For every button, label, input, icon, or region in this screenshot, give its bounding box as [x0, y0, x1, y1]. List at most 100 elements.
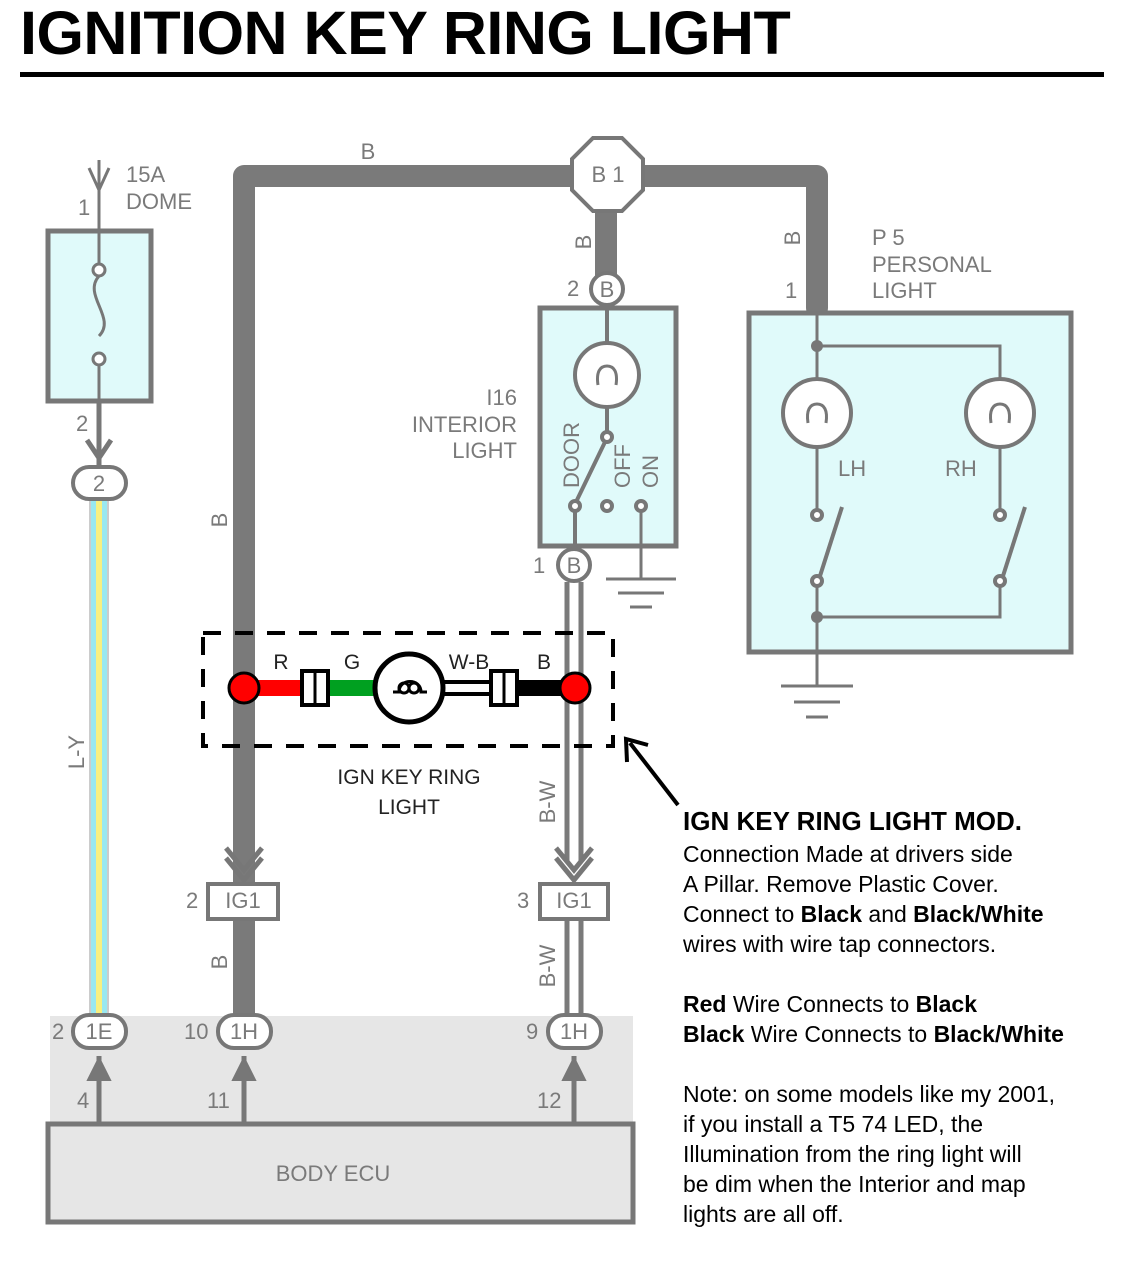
i16-top-pin: 2 — [567, 276, 579, 301]
fuse-name: DOME — [126, 189, 192, 214]
i16-bottom-connector-label: B — [567, 553, 582, 578]
b1-down-wire-label: B — [571, 235, 596, 250]
mod-label-line1: IGN KEY RING — [337, 766, 480, 789]
i16-pos-on: ON — [638, 455, 663, 488]
notes-line: Note: on some models like my 2001, — [683, 1081, 1056, 1107]
ecu-1e-connector — [71, 1013, 128, 1050]
p5-lh-switch-icon — [810, 506, 844, 588]
notes-line: Illumination from the ring light will — [683, 1141, 1022, 1167]
ecu-connector-band — [50, 1016, 633, 1124]
p5-circuit — [815, 313, 1002, 687]
i16-switch-icon — [568, 430, 648, 548]
fuse-icon — [91, 231, 107, 401]
fuse-output-arrow — [84, 401, 114, 465]
i16-pos-off: OFF — [610, 444, 635, 488]
i16-ground-icon — [606, 511, 676, 609]
mod-wire-b-label: B — [537, 651, 551, 674]
ig1-left-lower-wire-label: B — [207, 955, 232, 970]
fuse-pin-out: 2 — [76, 411, 88, 436]
ig1-left-connector — [206, 882, 280, 921]
fuse-rating: 15A — [126, 162, 165, 187]
ly-wire — [89, 501, 109, 1016]
notes-line: if you install a T5 74 LED, the — [683, 1111, 984, 1137]
fuse-pin-in: 1 — [78, 195, 90, 220]
fuse-input-arrow — [87, 160, 111, 232]
mod-wire-g-label: G — [344, 651, 360, 674]
ecu-input-arrows — [86, 1055, 587, 1124]
p5-lh-label: LH — [838, 456, 866, 481]
p5-ground-icon — [781, 684, 853, 719]
mod-tap-point-left — [227, 671, 261, 705]
bw-wire-label-lower: B-W — [535, 944, 560, 987]
p5-code: P 5 — [872, 225, 905, 250]
b1-junction-label: B 1 — [591, 162, 624, 187]
ig1-left-label: IG1 — [225, 888, 260, 913]
p5-box — [746, 310, 1074, 655]
mod-bulb-icon — [372, 651, 446, 725]
p5-wire-label: B — [780, 231, 805, 246]
b1-junction — [570, 136, 645, 213]
i16-name-line2: LIGHT — [452, 438, 517, 463]
top-wire-label: B — [361, 139, 376, 164]
bw-wire — [564, 582, 584, 1016]
left-wire-label: B — [207, 513, 232, 528]
mod-notes: IGN KEY RING LIGHT MOD. Connection Made … — [683, 803, 1123, 1229]
p5-junction-top — [811, 340, 823, 352]
notes-line: lights are all off. — [683, 1201, 844, 1227]
mod-label-line2: LIGHT — [378, 796, 440, 819]
p5-name-line1: PERSONAL — [872, 252, 992, 277]
fuse-connector-label: 2 — [93, 471, 105, 496]
i16-name-line1: INTERIOR — [412, 412, 517, 437]
notes-heading: IGN KEY RING LIGHT MOD. — [683, 806, 1022, 836]
p5-junction-bottom — [811, 611, 823, 623]
ecu-1h-left-inner-pin: 11 — [207, 1088, 230, 1113]
mod-dashed-box — [201, 631, 615, 748]
ig1-right-pin: 3 — [517, 888, 529, 913]
ig1-left-arrow — [224, 846, 264, 884]
ecu-1h-right-outer-pin: 9 — [526, 1019, 538, 1044]
ig1-right-connector — [538, 882, 610, 921]
p5-name-line2: LIGHT — [872, 278, 937, 303]
title-rule — [20, 72, 1104, 77]
p5-rh-label: RH — [945, 456, 977, 481]
i16-top-connector-label: B — [600, 277, 615, 302]
i16-code: I16 — [486, 385, 517, 410]
notes-line: Red Wire Connects to Black — [683, 991, 978, 1017]
i16-bottom-pin: 1 — [533, 553, 545, 578]
i16-bottom-connector — [556, 547, 592, 583]
ly-wire-label: L-Y — [64, 735, 89, 770]
body-ecu-label: BODY ECU — [276, 1161, 391, 1186]
ecu-1h-left-connector — [216, 1013, 273, 1050]
ecu-1e-inner-pin: 4 — [77, 1088, 89, 1113]
mod-wire-r-label: R — [273, 651, 288, 674]
ecu-1e-label: 1E — [86, 1019, 113, 1044]
p5-lh-bulb-icon — [781, 377, 853, 449]
ecu-1h-right-inner-pin: 12 — [537, 1088, 561, 1113]
ecu-1h-right-label: 1H — [560, 1019, 588, 1044]
body-ecu-box — [45, 1121, 636, 1225]
bw-wire-label-upper: B-W — [535, 780, 560, 823]
mod-tap-point-right — [558, 671, 592, 705]
p5-pin: 1 — [785, 278, 797, 303]
mod-wire-wb-label: W-B — [449, 651, 489, 674]
notes-line: wires with wire tap connectors. — [683, 931, 997, 957]
i16-pos-door: DOOR — [559, 422, 584, 488]
p5-rh-switch-icon — [993, 506, 1027, 588]
p5-rh-bulb-icon — [964, 377, 1036, 449]
annotation-arrow — [623, 736, 680, 807]
page-title: IGNITION KEY RING LIGHT — [20, 0, 791, 67]
notes-line: A Pillar. Remove Plastic Cover. — [683, 871, 999, 897]
ig1-right-arrow — [554, 846, 594, 884]
ig1-left-pin: 2 — [186, 888, 198, 913]
fuse-connector — [71, 465, 128, 501]
notes-line: Connection Made at drivers side — [683, 841, 1013, 867]
notes-line: be dim when the Interior and map — [683, 1171, 1026, 1197]
ig1-right-label: IG1 — [556, 888, 591, 913]
notes-line: Black Wire Connects to Black/White — [683, 1021, 1064, 1047]
ecu-1h-left-label: 1H — [230, 1019, 258, 1044]
ecu-1h-left-outer-pin: 10 — [184, 1019, 208, 1044]
ecu-1h-right-connector — [546, 1013, 603, 1050]
ecu-1e-outer-pin: 2 — [52, 1019, 64, 1044]
notes-line: Connect to Black and Black/White — [683, 901, 1044, 927]
